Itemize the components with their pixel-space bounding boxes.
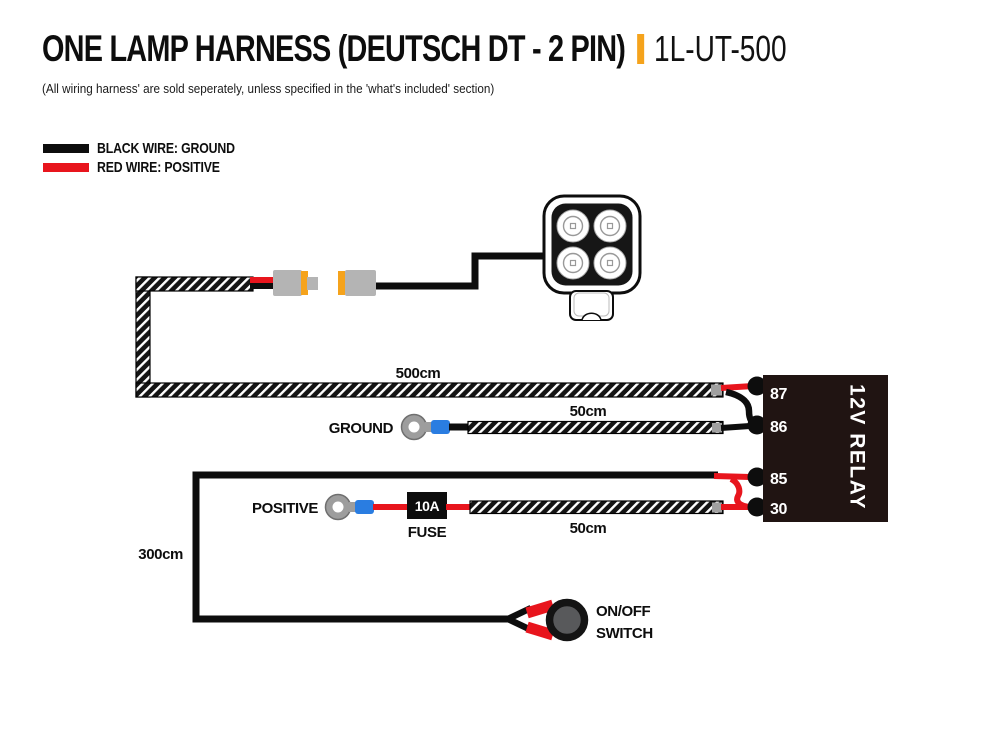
fuse-rating-label: 10A	[415, 498, 440, 514]
pin-87-label: 87	[770, 386, 787, 403]
red-jumper-85-30	[729, 476, 751, 510]
legend-item-ground: BLACK WIRE: GROUND	[43, 139, 265, 158]
led-top-left	[556, 209, 590, 243]
positive-branch: POSITIVE 10A FUSE 50cm	[252, 492, 724, 541]
connector-orange-wedge	[301, 271, 308, 295]
pin-87-terminal	[747, 376, 767, 396]
on-off-switch: ON/OFF SWITCH	[506, 598, 653, 642]
led-bottom-left	[556, 246, 590, 280]
led-top-right	[593, 209, 627, 243]
red-wire-swatch	[43, 163, 89, 172]
relay-label: 12V RELAY	[846, 384, 869, 510]
blue-crimp	[431, 420, 450, 434]
legend-item-positive: RED WIRE: POSITIVE	[43, 158, 265, 177]
legend-label-ground: BLACK WIRE: GROUND	[97, 140, 235, 157]
loom-length-label: 500cm	[396, 365, 441, 382]
positive-length-label: 50cm	[570, 520, 607, 537]
relay-body	[763, 375, 888, 522]
ground-length-label: 50cm	[570, 403, 607, 420]
loom-wire-500cm	[135, 276, 724, 398]
lamp-feed-wire	[376, 252, 546, 290]
legend-label-positive: RED WIRE: POSITIVE	[97, 159, 220, 176]
black-wire-swatch	[43, 144, 89, 153]
positive-ring-terminal	[324, 493, 356, 521]
lamp-pigtail-wires	[250, 277, 276, 289]
product-code: 1L-UT-500	[653, 28, 787, 69]
relay-connections	[713, 383, 758, 510]
switch-wire-300cm	[192, 471, 718, 623]
pin-85-label: 85	[770, 471, 787, 488]
positive-loom-cap	[712, 502, 722, 513]
positive-loom-50cm	[469, 500, 724, 515]
led-lamp	[542, 194, 642, 321]
wire-color-legend: BLACK WIRE: GROUND RED WIRE: POSITIVE	[43, 139, 265, 177]
fuse-label: FUSE	[408, 524, 447, 541]
switch-wire-length-label: 300cm	[138, 546, 183, 563]
red-wire	[250, 277, 276, 283]
lamp-mount-bracket	[569, 290, 614, 321]
pin-86-terminal	[747, 415, 767, 435]
ground-loom-cap	[712, 423, 722, 433]
led-bottom-right	[593, 246, 627, 280]
positive-label: POSITIVE	[252, 500, 318, 517]
switch-button	[545, 598, 589, 642]
title-separator-bar	[636, 34, 644, 64]
lamp-leds	[556, 209, 627, 280]
relay: 87 86 85 30 12V RELAY	[747, 375, 888, 522]
deutsch-connector-plug	[273, 270, 318, 296]
loom-end-cap	[711, 384, 722, 396]
blue-crimp	[355, 500, 374, 514]
black-wire	[250, 283, 276, 289]
spade-terminal-upper	[525, 599, 555, 619]
switch-label-line1: ON/OFF	[596, 603, 650, 620]
ground-label: GROUND	[329, 420, 394, 437]
title-text: ONE LAMP HARNESS (DEUTSCH DT - 2 PIN)	[42, 28, 626, 69]
ground-wire-to-pin86	[720, 423, 751, 431]
ground-branch: GROUND 50cm	[329, 403, 724, 441]
red-wire-to-pin85	[713, 473, 751, 480]
pin-30-label: 30	[770, 501, 787, 518]
pin-30-terminal	[747, 497, 767, 517]
subtitle: (All wiring harness' are sold seperately…	[42, 81, 495, 96]
pin-85-terminal	[747, 467, 767, 487]
page-title: ONE LAMP HARNESS (DEUTSCH DT - 2 PIN) 1L…	[42, 28, 787, 70]
switch-label-line2: SWITCH	[596, 625, 653, 642]
pin-86-label: 86	[770, 419, 787, 436]
ground-loom-50cm	[467, 420, 724, 435]
spade-terminal-lower	[525, 621, 555, 641]
deutsch-connector-receptacle	[338, 270, 376, 296]
connector-orange-wedge	[338, 271, 345, 295]
fuse-holder: 10A	[407, 492, 447, 519]
ground-ring-terminal	[400, 413, 432, 441]
